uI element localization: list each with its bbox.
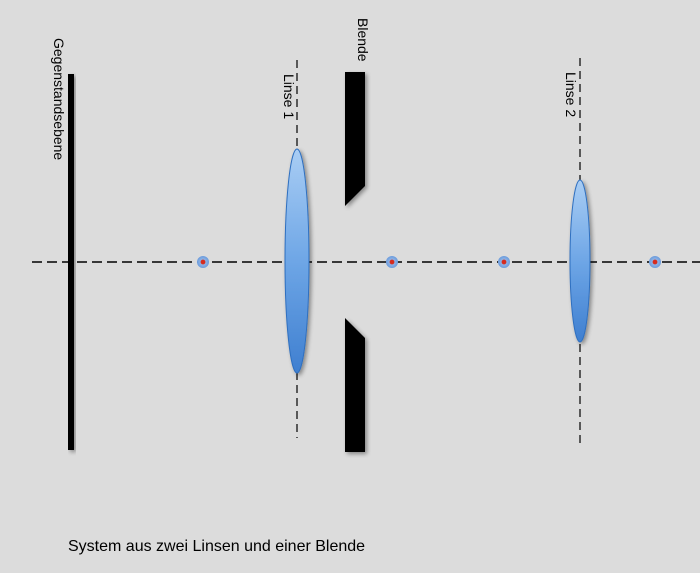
lens-2-label: Linse 2 [563,72,579,117]
focal-point-4 [649,256,661,268]
focal-point-2 [386,256,398,268]
lens-2 [569,179,591,343]
object-plane [68,74,74,450]
focal-point-1 [197,256,209,268]
aperture-upper-blade [345,72,365,206]
lens-1-label: Linse 1 [281,74,297,119]
object-plane-label: Gegenstandsebene [51,38,67,160]
aperture-label: Blende [355,18,371,62]
lens-1 [284,148,310,374]
diagram-caption: System aus zwei Linsen und einer Blende [68,538,366,555]
focal-point-3 [498,256,510,268]
aperture-lower-blade [345,318,365,452]
